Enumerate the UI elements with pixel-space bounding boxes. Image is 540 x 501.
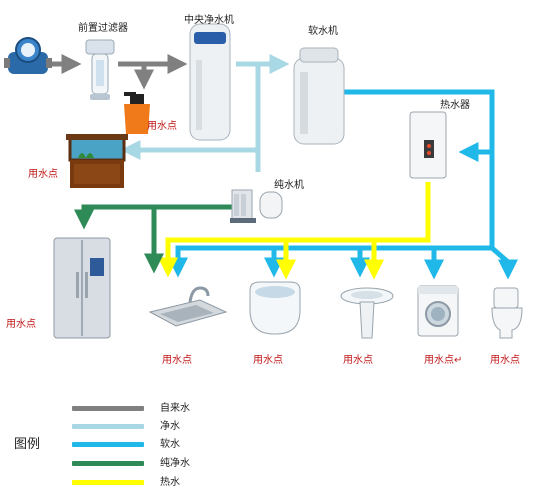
bathtub-icon bbox=[249, 281, 301, 335]
use-point-label-toilet: 用水点 bbox=[490, 355, 520, 366]
legend-label-soft: 软水 bbox=[160, 439, 180, 450]
pure-water-lines bbox=[74, 204, 232, 274]
use-point-label-washer: 用水点↵ bbox=[424, 355, 463, 366]
use-point-label-fridge: 用水点 bbox=[6, 319, 36, 330]
sprayer-icon bbox=[124, 92, 150, 134]
soft-water-lines bbox=[168, 89, 518, 280]
legend-label-pure: 纯净水 bbox=[160, 458, 190, 469]
hot-water-lines bbox=[158, 182, 431, 280]
water-meter-icon bbox=[4, 37, 52, 74]
refrigerator-icon bbox=[53, 237, 111, 339]
central-purifier-icon bbox=[189, 23, 231, 141]
use-point-label-sprayer: 用水点 bbox=[147, 121, 177, 132]
legend-label-purified: 净水 bbox=[160, 421, 180, 432]
legend-label-hot: 热水 bbox=[160, 477, 180, 488]
wash-basin-icon bbox=[340, 287, 394, 339]
tap-water-lines bbox=[50, 54, 188, 90]
central-purifier-label: 中央净水机 bbox=[184, 15, 234, 26]
legend-swatch-soft bbox=[72, 442, 144, 447]
use-point-label-basin: 用水点 bbox=[343, 355, 373, 366]
legend-label-tap: 自来水 bbox=[160, 403, 190, 414]
use-point-label-aquarium: 用水点 bbox=[28, 169, 58, 180]
aquarium-icon bbox=[66, 134, 128, 188]
use-point-label-sink: 用水点 bbox=[162, 355, 192, 366]
water-heater-label: 热水器 bbox=[440, 100, 470, 111]
legend-title: 图例 bbox=[14, 437, 41, 452]
legend-swatch-pure bbox=[72, 461, 144, 466]
legend-swatch-purified bbox=[72, 424, 144, 429]
water-heater-icon bbox=[409, 111, 447, 179]
pre-filter-icon bbox=[85, 39, 115, 100]
toilet-icon bbox=[491, 287, 523, 339]
softener-icon bbox=[293, 47, 345, 145]
softener-label: 软水机 bbox=[308, 26, 338, 37]
pre-filter-label: 前置过滤器 bbox=[78, 23, 128, 34]
purified-water-lines bbox=[120, 54, 290, 172]
pure-water-machine-icon bbox=[230, 189, 283, 223]
use-point-label-bathtub: 用水点 bbox=[253, 355, 283, 366]
legend-swatch-tap bbox=[72, 406, 144, 411]
legend-swatch-hot bbox=[72, 480, 144, 485]
pure-water-machine-label: 纯水机 bbox=[274, 180, 304, 191]
washing-machine-icon bbox=[417, 285, 459, 337]
kitchen-sink-icon bbox=[148, 286, 228, 327]
